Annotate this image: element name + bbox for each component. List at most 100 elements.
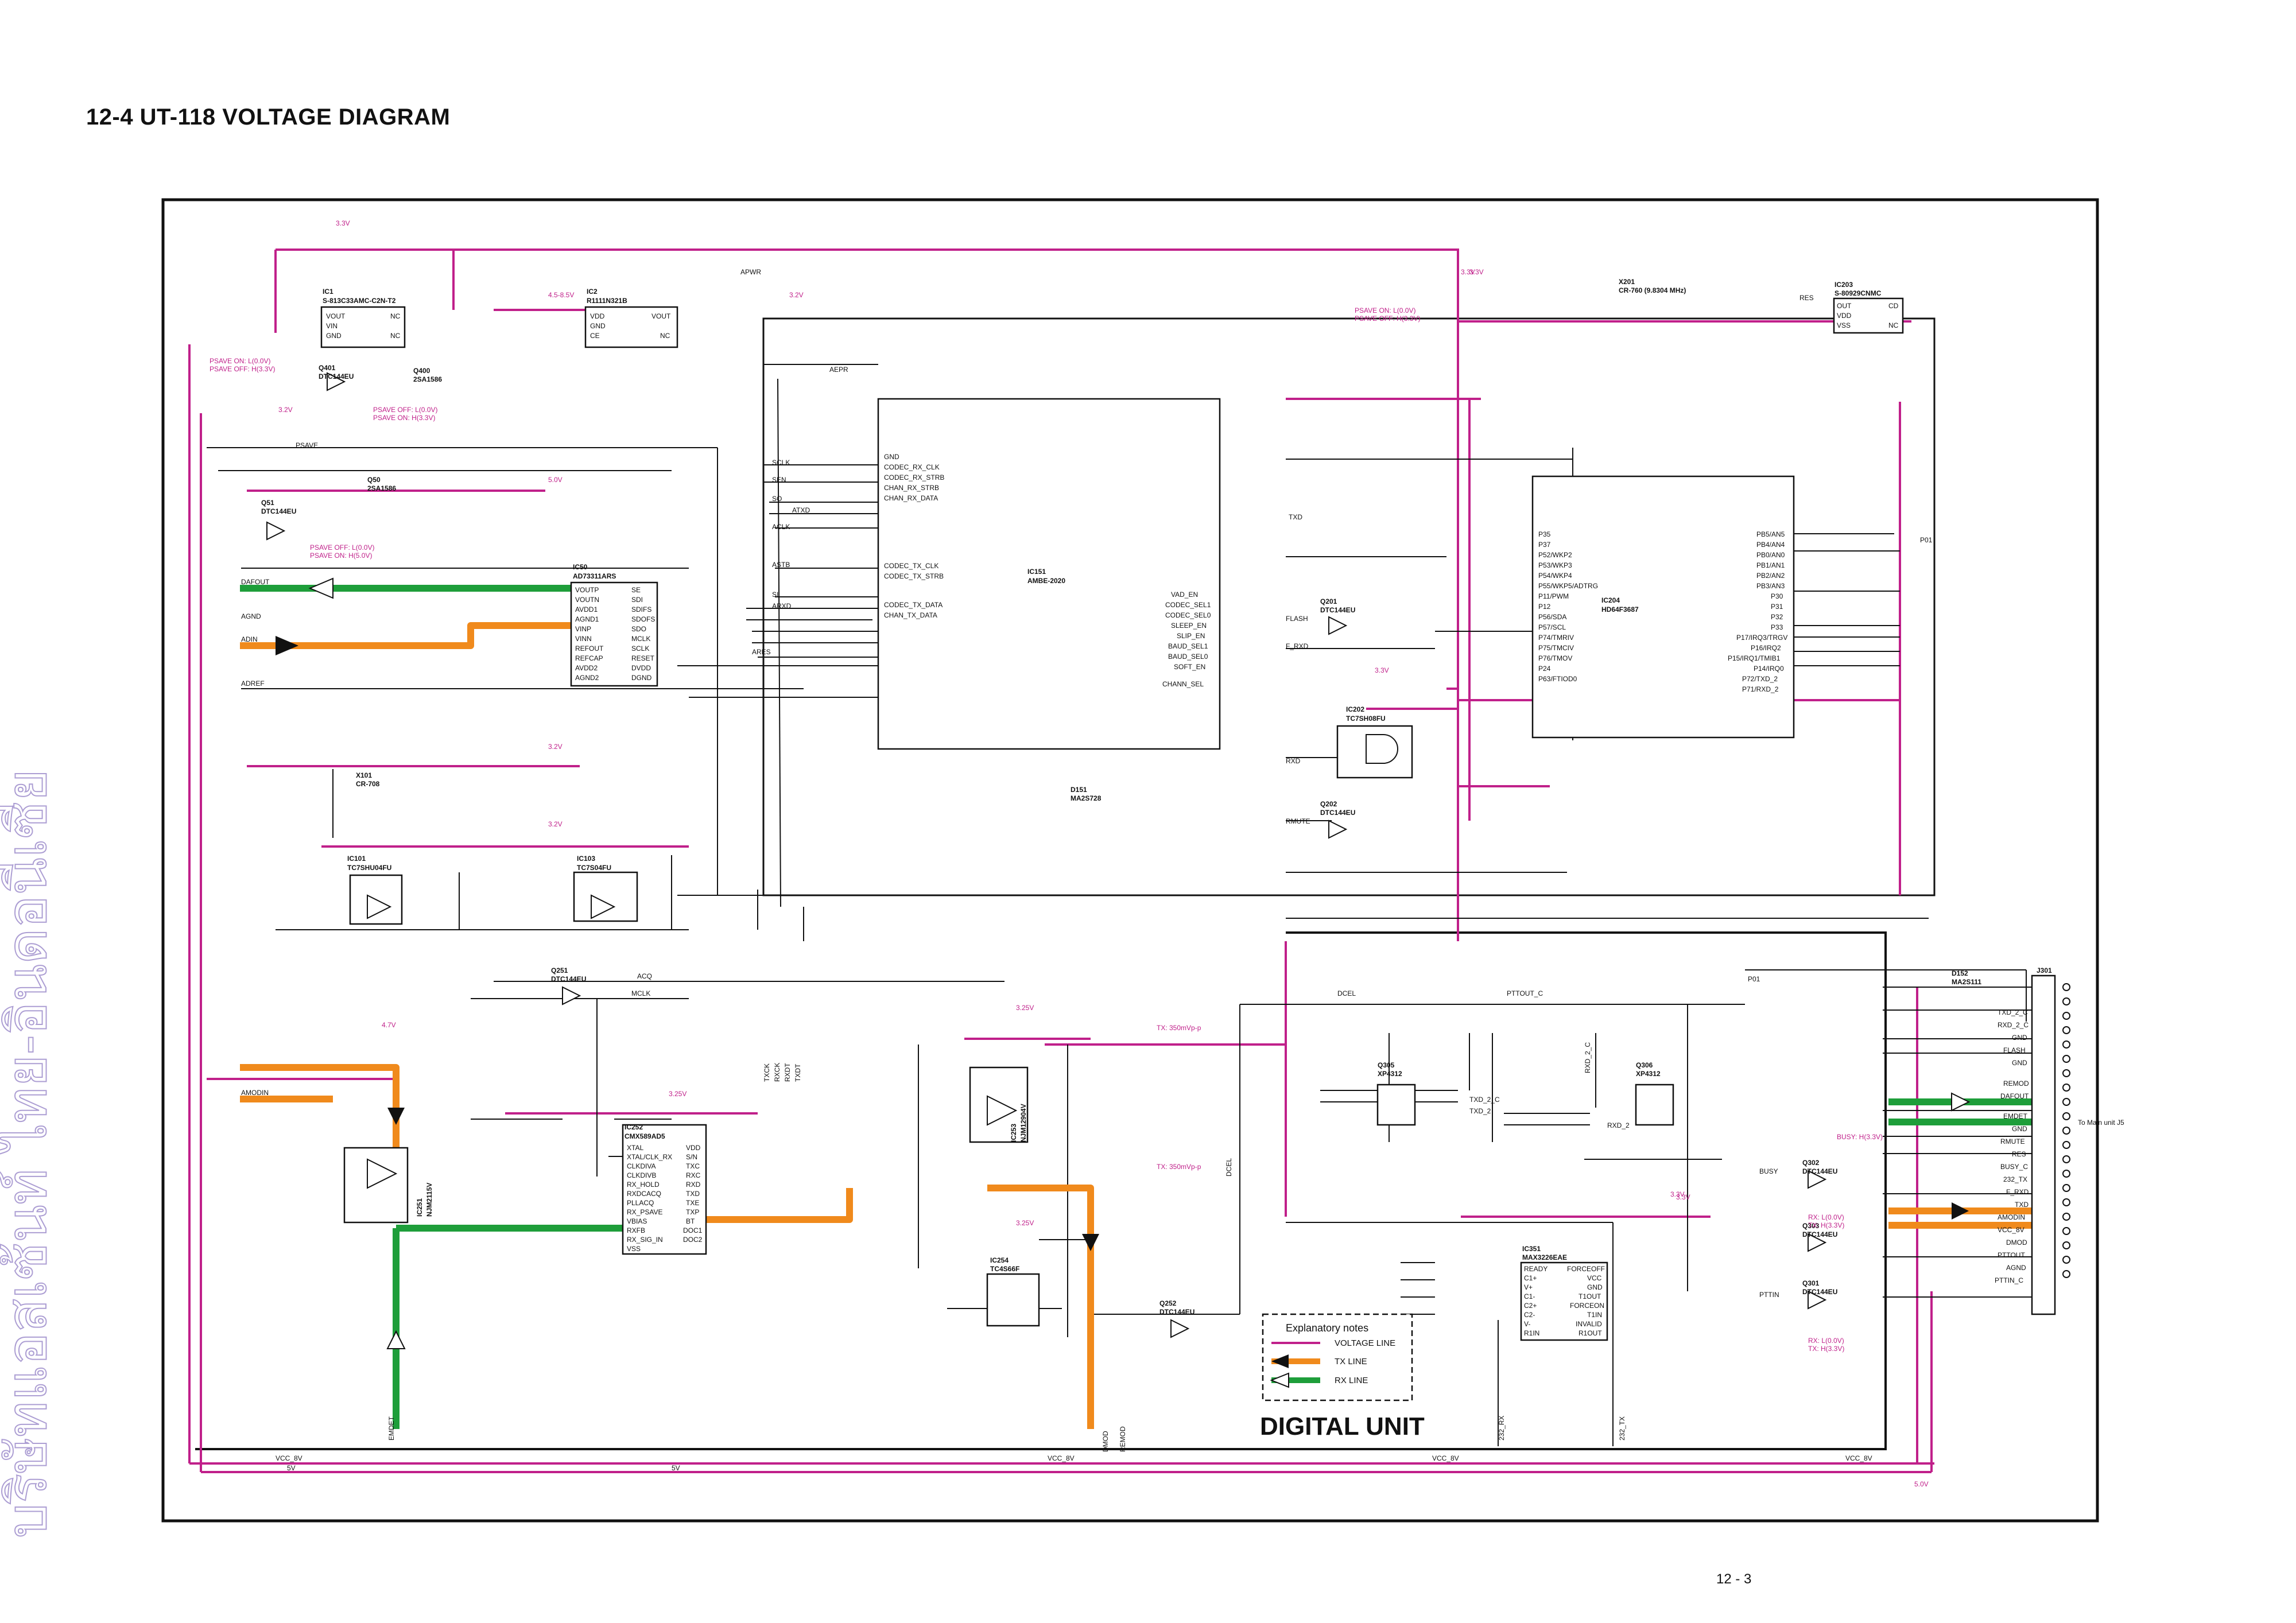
net-label: PTTIN [1759,1291,1779,1299]
page-title: 12-4 UT-118 VOLTAGE DIAGRAM [86,104,451,130]
transistor-labels: Q401 DTC144EU Q400 2SA1586 Q50 2SA1586 Q… [261,278,1981,1316]
voltage-label: 5.0V [1914,1480,1929,1488]
ic252-pin: VDD [686,1144,701,1152]
ic204-pin: PB3/AN3 [1756,582,1785,590]
ic151-pin: CODEC_TX_STRB [884,572,944,580]
ic351-pin: C2- [1524,1311,1535,1319]
j301-pin-label: REMOD [2003,1080,2029,1088]
net-label: DAFOUT [241,578,270,586]
ic251-box [343,1147,409,1224]
ic50-pin: AVDD2 [575,664,598,672]
ic204-pin: P37 [1538,541,1551,549]
tx-paths [240,622,2032,1429]
d151-ref: D151 [1071,786,1087,794]
ic-boxes [320,297,2056,1401]
unit-border [195,931,1887,1450]
j301-pin-label: TXD [2015,1201,2029,1209]
q50-part: 2SA1586 [367,484,396,492]
ic2-part: R1111N321B [587,297,627,305]
ic252-pin: XTAL/CLK_RX [627,1153,672,1161]
ic202-ref: IC202 [1346,705,1364,713]
ic351-pin: C1- [1524,1292,1535,1300]
net-label: REMOD [1119,1426,1127,1452]
j301-pin-label: F_RXD [2006,1188,2029,1196]
ic50-box [570,581,658,687]
q252-ref: Q252 [1159,1299,1177,1307]
net-label: TXCK [763,1063,771,1082]
d152-ref: D152 [1952,969,1968,977]
j301-ref: J301 [2037,966,2052,974]
net-label: 232_TX [1618,1416,1626,1440]
ic50-pin: VINP [575,625,591,633]
q306-part: XP4312 [1636,1070,1661,1078]
voltage-label: 3.2V [548,743,563,751]
ic151-pin: CHANN_SEL [1162,680,1204,688]
psave-note-1-line2: PSAVE OFF: H(3.3V) [210,365,275,373]
net-label: VCC_8V [1845,1454,1872,1462]
ic204-pin: P12 [1538,603,1551,611]
ic1-pin-gnd: GND [326,332,342,340]
net-label: APWR [740,268,761,276]
net-label: ACLK [772,523,790,531]
j301-pin-label: AGND [2006,1264,2026,1272]
ic101-part: TC7SHU04FU [347,864,391,872]
ic151-pin: BAUD_SEL0 [1168,653,1208,661]
ic2-pin-vout: VOUT [651,312,671,320]
psave-note-2-line2: PSAVE ON: H(3.3V) [373,414,435,422]
voltage-lines [188,249,1934,1473]
ic252-pin: RXD [686,1181,701,1189]
psave-note-2-line1: PSAVE OFF: L(0.0V) [373,406,437,414]
ic252-pin: DOC1 [683,1226,703,1234]
net-label: SEN [772,476,786,484]
ic204-pin: P16/IRQ2 [1751,644,1781,652]
voltage-label: 4.5-8.5V [548,291,574,299]
j301-pin-label: 232_TX [2003,1175,2027,1183]
q401-ref: Q401 [319,364,336,372]
q251-ref: Q251 [551,966,568,974]
x101-ref: X101 [356,771,372,779]
ic351-pin: GND [1587,1283,1603,1291]
rx-paths [240,585,2032,1429]
d152-part: MA2S111 [1952,978,1981,986]
voltage-label: 5.0V [548,476,563,484]
net-label: F_RXD [1286,642,1309,650]
ic203-pin: VSS [1837,321,1851,329]
ic203-box [1833,297,1904,334]
ic204-pin: P52/WKP2 [1538,551,1572,559]
ic151-pin: CODEC_TX_CLK [884,562,938,570]
j301-pin-label: DAFOUT [2000,1092,2029,1100]
net-label: MCLK [631,989,650,997]
ic151-box [877,398,1221,750]
ic351-pin: INVALID [1576,1320,1602,1328]
ic1-ref: IC1 [323,288,333,296]
rxtx-note-1: RX: L(0.0V)TX: H(3.3V) [1808,1213,1844,1229]
ic204-pin: P55/WKP5/ADTRG [1538,582,1598,590]
ic252-pin: TXE [686,1199,699,1207]
net-label: 5V [672,1464,680,1472]
ic251-part: NJM2115V [425,1183,433,1217]
ic351-pin: C1+ [1524,1274,1537,1282]
ic151-part: AMBE-2020 [1027,577,1065,585]
q302-ref: Q302 [1802,1159,1820,1167]
ic204-pin: P33 [1771,623,1783,631]
ic351-part: MAX3226EAE [1522,1253,1567,1261]
net-labels: DAFOUT AGND ADIN ADREF AMODIN EMDET DMOD… [241,268,1933,1472]
j301-pin-label: TXD_2_C [1998,1008,2028,1016]
net-label: ARES [752,648,771,656]
voltage-label: 3.3V [1461,268,1475,276]
ic204-pin: P30 [1771,592,1783,600]
j301-box [2031,974,2056,1315]
net-label: FLASH [1286,615,1308,623]
ic151-pin: CHAN_RX_STRB [884,484,939,492]
q50-ref: Q50 [367,476,381,484]
ic204-pin: P74/TMRIV [1538,634,1574,642]
connector-pin-circles [2062,983,2070,1278]
ic204-pin: PB2/AN2 [1756,572,1785,580]
ic-labels: IC1 S-813C33AMC-C2N-T2 VOUT VIN GND NC N… [323,281,1899,1337]
j301-pin-label: DMOD [2006,1238,2027,1247]
j301-pin-label: VCC_8V [1998,1226,2024,1234]
legend-tx-label: TX LINE [1335,1357,1367,1366]
q400-part: 2SA1586 [413,375,442,383]
psave-note-1: PSAVE ON: L(0.0V)PSAVE OFF: H(3.3V) [210,357,275,373]
